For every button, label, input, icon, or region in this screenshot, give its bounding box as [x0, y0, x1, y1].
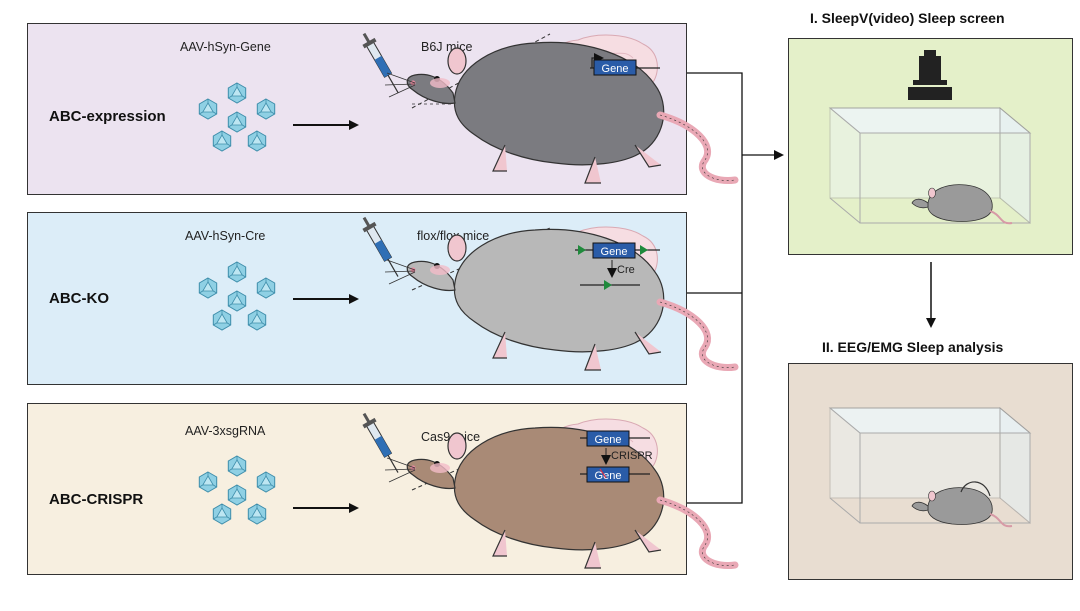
virus-cluster-icon: [199, 83, 274, 151]
gene-label: Gene: [595, 470, 622, 482]
screen1-title: I. SleepV(video) Sleep screen: [810, 10, 1005, 26]
aav-label-expression: AAV-hSyn-Gene: [180, 40, 271, 54]
aav-label-crispr: AAV-3xsgRNA: [185, 424, 266, 438]
syringe-icon: [357, 213, 405, 281]
group-label-crispr: ABC-CRISPR: [49, 491, 144, 508]
mouse-icon: [385, 42, 735, 183]
gene-label: Gene: [602, 63, 629, 75]
connector-line: [687, 72, 743, 504]
group-label-expression: ABC-expression: [49, 108, 166, 125]
virus-cluster-icon: [199, 262, 274, 330]
aav-label-ko: AAV-hSyn-Cre: [185, 229, 266, 243]
mouse-icon: [385, 427, 735, 568]
syringe-icon: [357, 29, 405, 97]
microscope-icon: [908, 50, 952, 100]
mouse-icon: [385, 229, 735, 370]
screen2-title: II. EEG/EMG Sleep analysis: [822, 339, 1004, 355]
group-label-ko: ABC-KO: [49, 290, 109, 307]
syringe-icon: [357, 409, 405, 477]
gene-label: Gene: [595, 434, 622, 446]
gene-label: Gene: [601, 246, 628, 258]
eeg-wire: [960, 481, 991, 497]
virus-cluster-icon: [199, 456, 274, 524]
cre-label: Cre: [617, 264, 635, 276]
crispr-label: CRISPR: [611, 450, 653, 462]
